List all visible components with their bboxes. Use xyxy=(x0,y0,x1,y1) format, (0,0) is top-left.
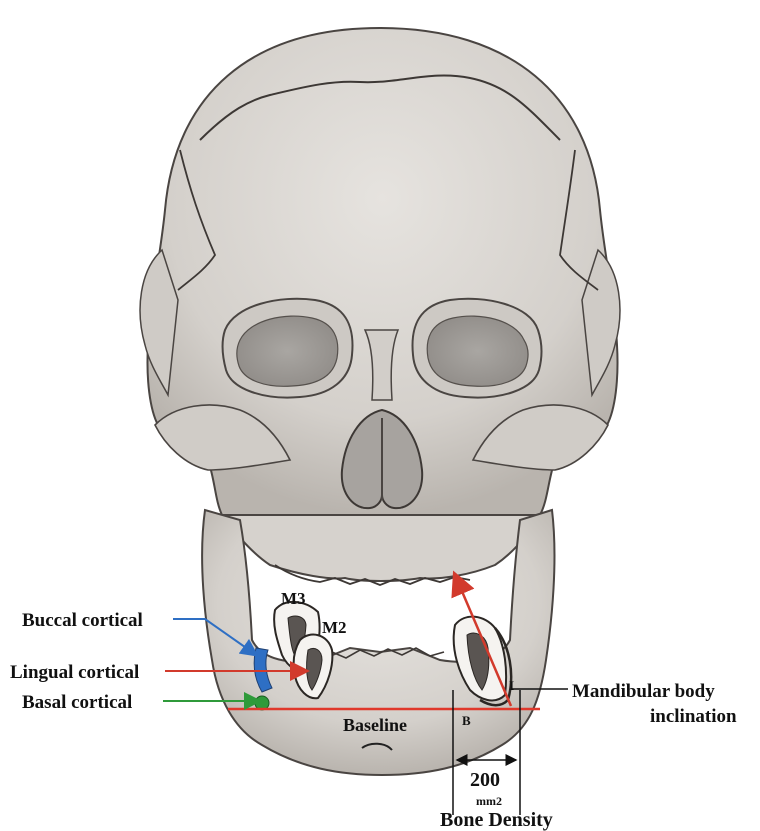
b-label: B xyxy=(462,713,471,728)
buccal-label: Buccal cortical xyxy=(22,610,143,631)
mandibular-label-line1: Mandibular body xyxy=(572,681,715,702)
i-label: I xyxy=(509,678,514,693)
left-orbit-cavity xyxy=(237,316,338,386)
bone-density-label: Bone Density xyxy=(440,809,553,831)
right-orbit-cavity xyxy=(427,316,528,386)
baseline-label: Baseline xyxy=(343,715,407,735)
mandibular-label-line2: inclination xyxy=(650,706,737,727)
m2-label: M2 xyxy=(322,618,347,637)
maxilla xyxy=(222,515,540,581)
m3-label: M3 xyxy=(281,589,306,608)
density-unit: mm2 xyxy=(476,794,502,808)
basal-label: Basal cortical xyxy=(22,692,132,713)
lingual-label: Lingual cortical xyxy=(10,662,139,683)
density-value: 200 xyxy=(470,769,500,791)
